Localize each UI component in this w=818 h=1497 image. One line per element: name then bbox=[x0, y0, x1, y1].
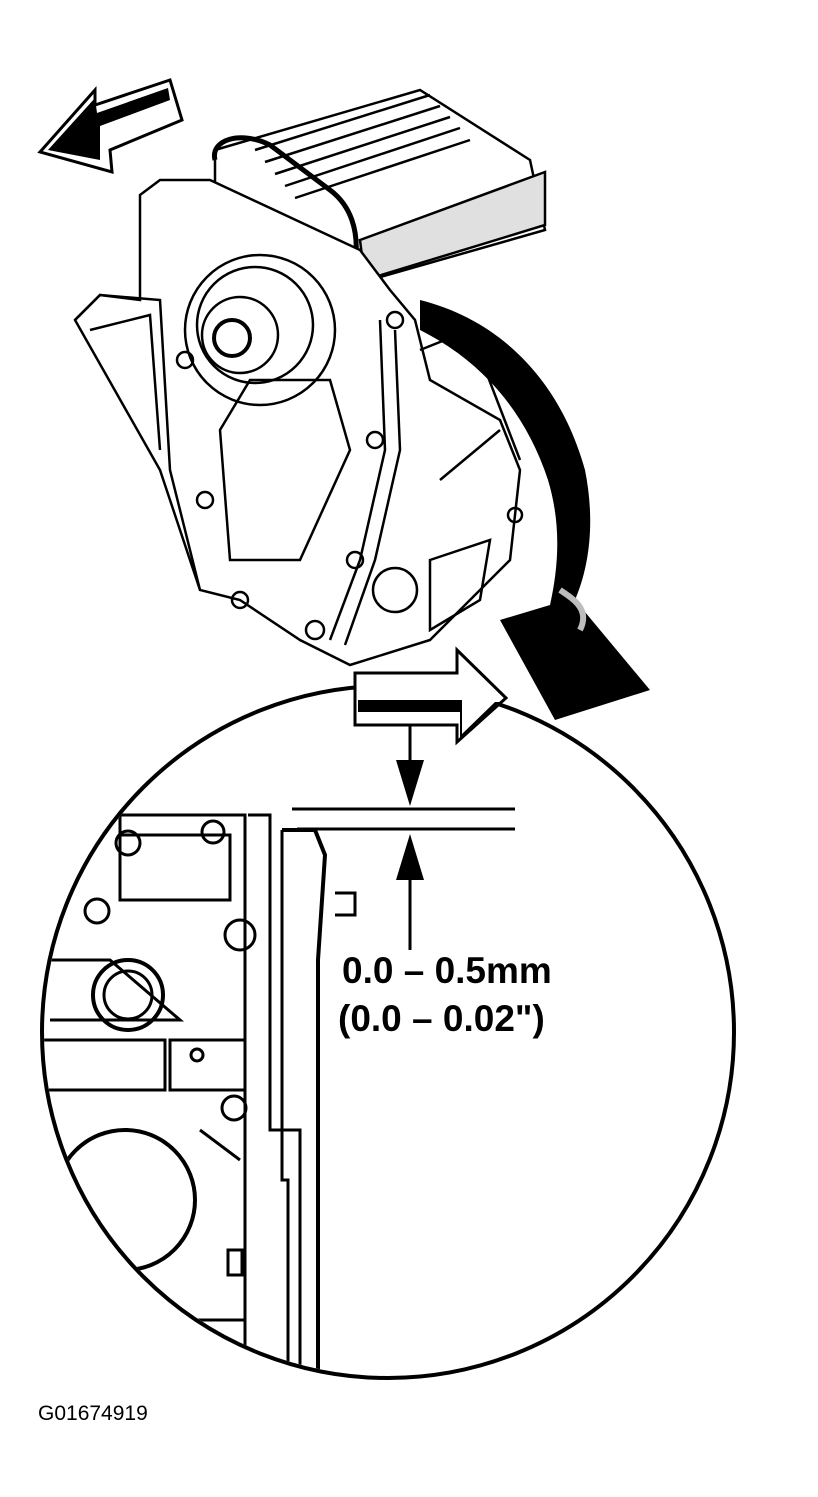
figure-id: G01674919 bbox=[38, 1402, 148, 1425]
clearance-arrow-up-icon bbox=[396, 834, 424, 950]
clearance-spec-mm: 0.0 – 0.5mm bbox=[342, 950, 552, 991]
clearance-lines bbox=[292, 807, 515, 831]
arrow-left-icon bbox=[37, 78, 184, 175]
clearance-spec-inches: (0.0 – 0.02") bbox=[338, 998, 545, 1039]
arrow-right-icon bbox=[353, 646, 509, 746]
curved-arrow-down-icon bbox=[420, 300, 650, 720]
engine-assembly bbox=[73, 88, 547, 667]
